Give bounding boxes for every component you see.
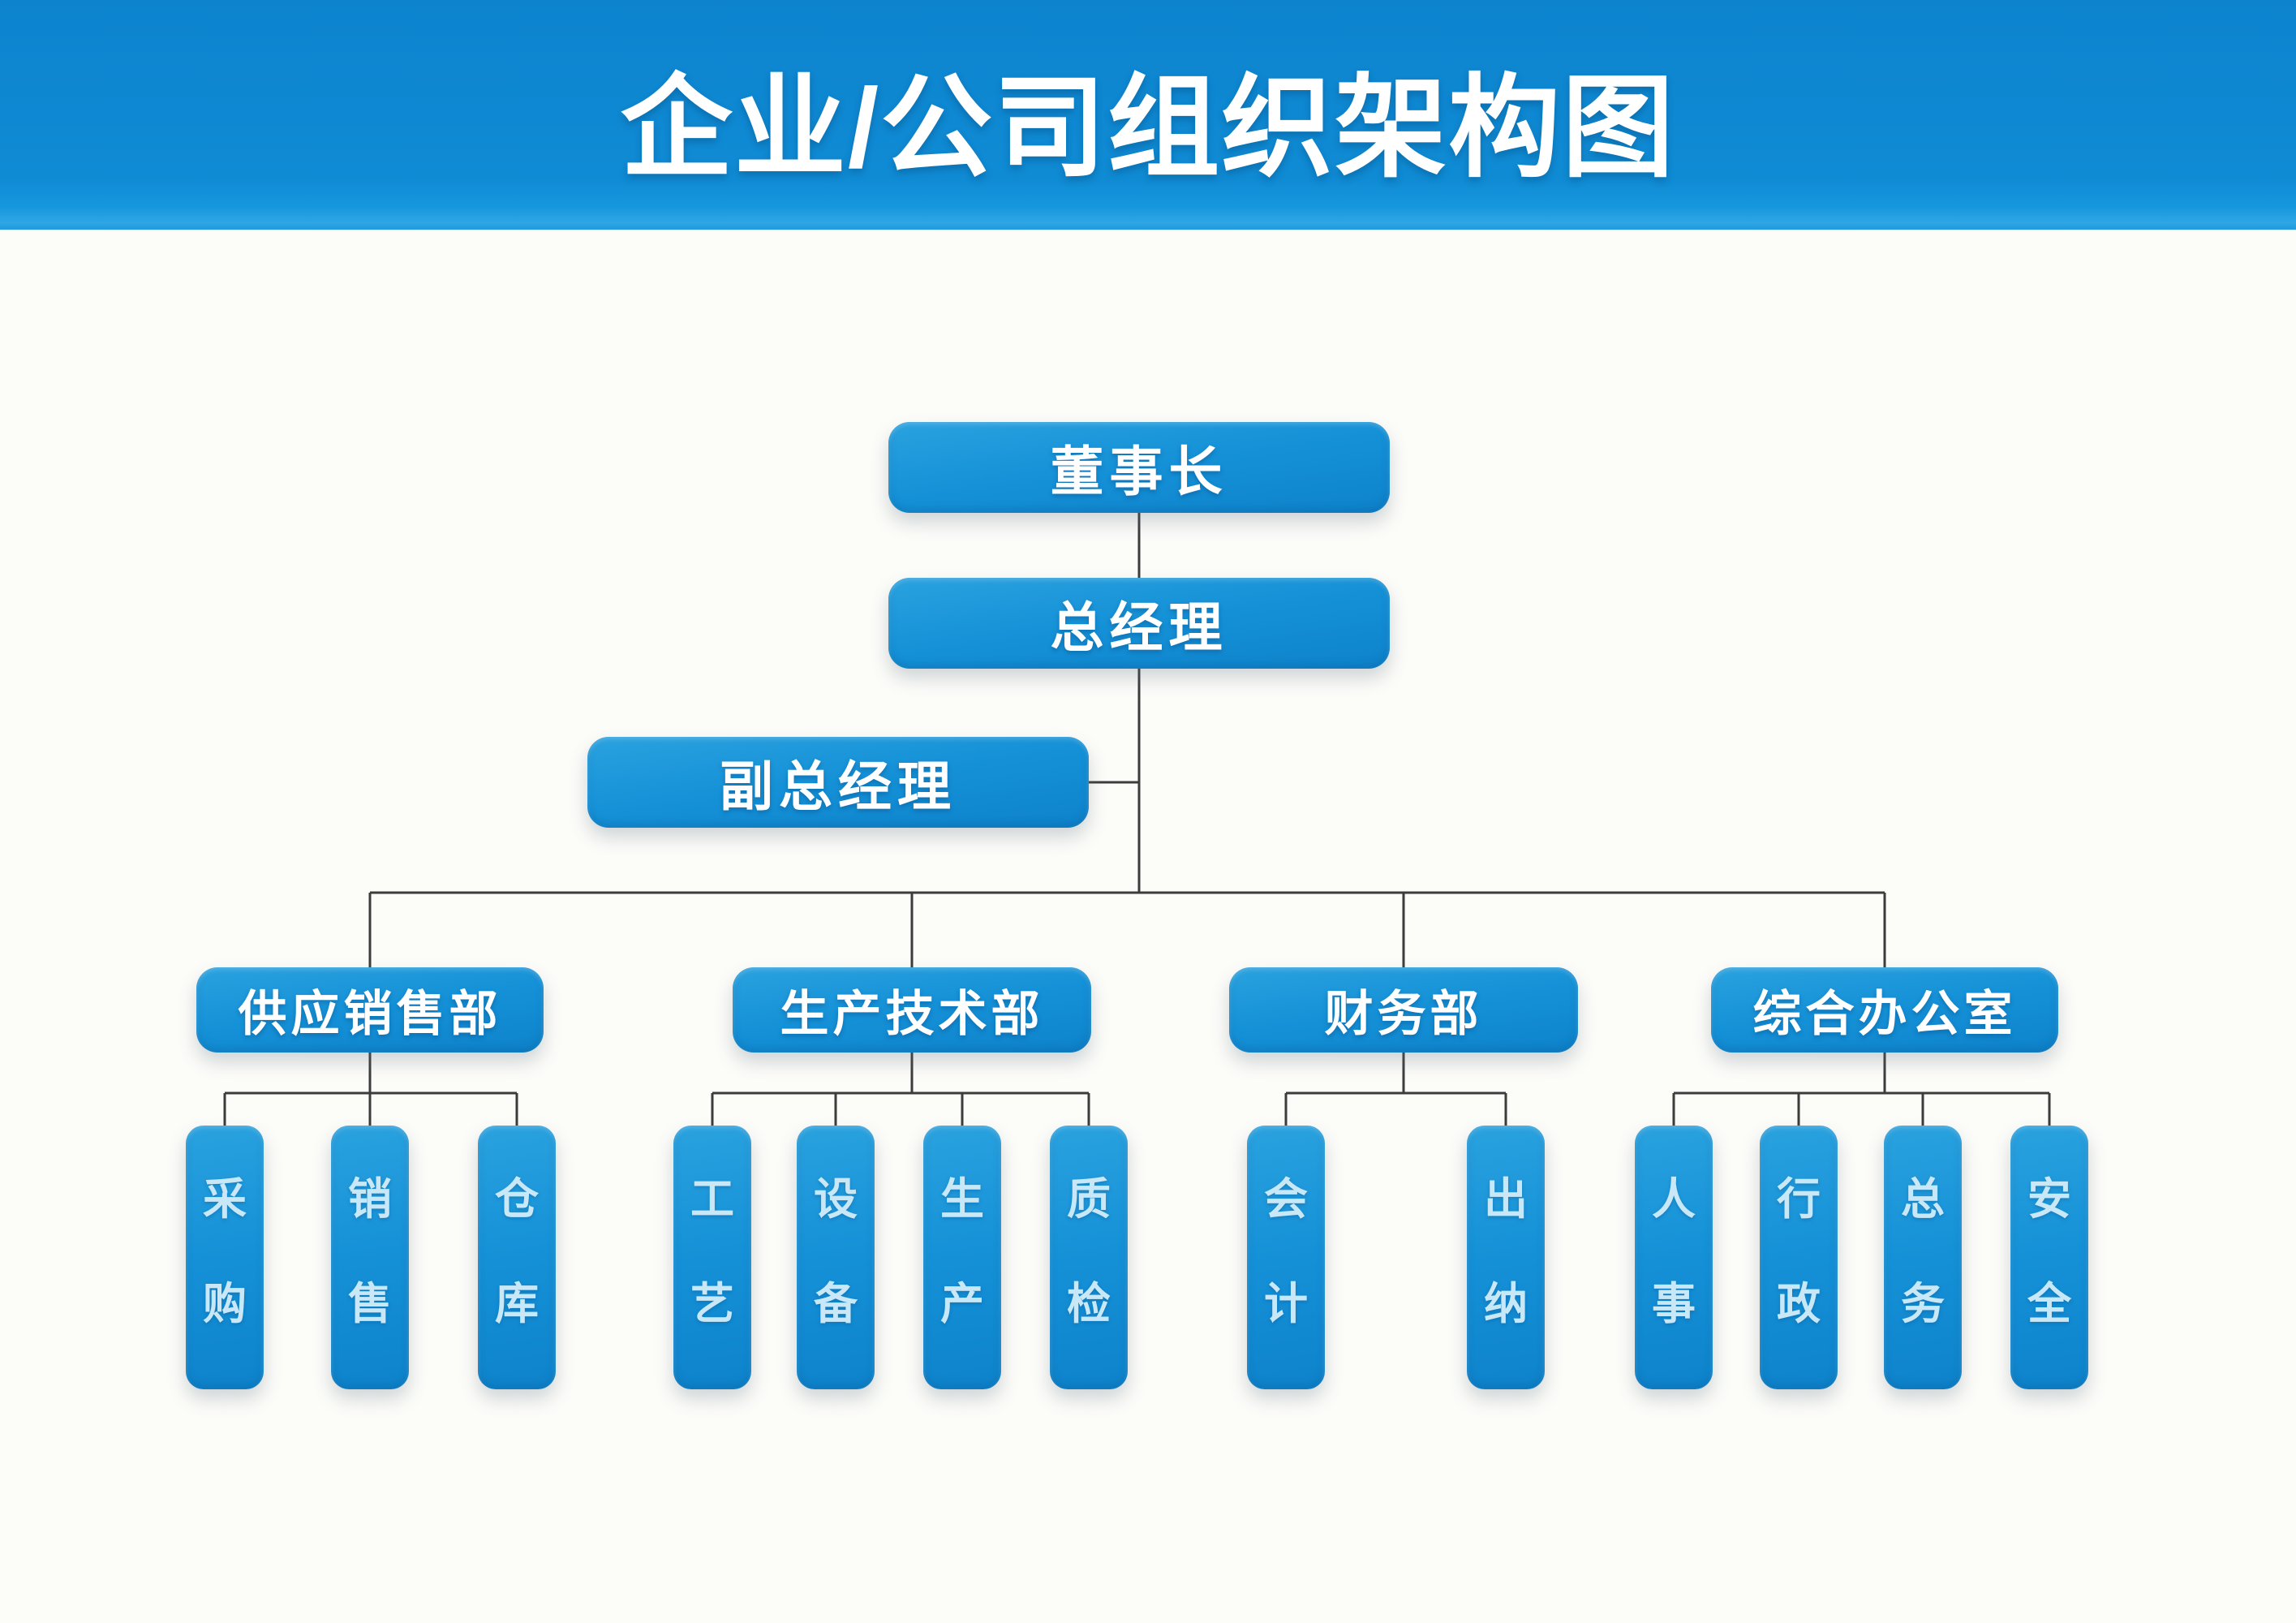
department-drop-lines (368, 893, 1886, 967)
safety-char-1: 安 (2027, 1175, 2071, 1224)
node-chairman: 董事长 (888, 422, 1390, 513)
node-sub-equipment: 设 备 (797, 1126, 875, 1389)
administration-char-2: 政 (1777, 1280, 1821, 1328)
administration-char-1: 行 (1777, 1175, 1821, 1224)
production-char-2: 产 (940, 1280, 984, 1328)
general-affairs-char-2: 务 (1901, 1280, 1945, 1328)
general-affairs-char-1: 总 (1901, 1175, 1945, 1224)
dept-supply-sales-label: 供应销售部 (238, 987, 502, 1041)
cashier-char-2: 纳 (1484, 1280, 1528, 1328)
title-banner: 企业/公司组织架构图 (0, 0, 2296, 230)
accounting-char-2: 计 (1264, 1280, 1308, 1328)
procurement-char-1: 采 (203, 1175, 247, 1224)
procurement-char-2: 购 (203, 1280, 247, 1328)
warehouse-char-2: 库 (495, 1280, 539, 1328)
dept-finance-label: 财务部 (1324, 987, 1483, 1041)
node-sub-warehouse: 仓 库 (478, 1126, 556, 1389)
quality-inspection-char-1: 质 (1067, 1175, 1111, 1224)
dept-general-office-label: 综合办公室 (1752, 987, 2017, 1041)
node-sub-production: 生 产 (923, 1126, 1001, 1389)
page-title: 企业/公司组织架构图 (620, 65, 1676, 191)
chairman-label: 董事长 (1050, 441, 1228, 502)
node-sub-safety: 安 全 (2010, 1126, 2088, 1389)
hr-char-2: 事 (1652, 1280, 1696, 1328)
node-sub-general-affairs: 总 务 (1884, 1126, 1962, 1389)
production-char-1: 生 (940, 1175, 984, 1224)
node-sub-procurement: 采 购 (186, 1126, 264, 1389)
hr-char-1: 人 (1652, 1175, 1696, 1224)
node-sub-process: 工 艺 (673, 1126, 751, 1389)
node-sub-sales: 销 售 (331, 1126, 409, 1389)
warehouse-char-1: 仓 (495, 1175, 539, 1224)
sales-char-2: 售 (348, 1280, 392, 1328)
node-dept-supply-sales: 供应销售部 (196, 967, 544, 1053)
node-sub-cashier: 出 纳 (1467, 1126, 1545, 1389)
equipment-char-1: 设 (814, 1175, 858, 1224)
equipment-char-2: 备 (814, 1280, 858, 1328)
node-dept-finance: 财务部 (1229, 967, 1578, 1053)
cashier-char-1: 出 (1484, 1175, 1528, 1224)
safety-char-2: 全 (2027, 1280, 2071, 1328)
node-sub-accounting: 会 计 (1247, 1126, 1325, 1389)
accounting-char-1: 会 (1264, 1175, 1308, 1224)
dept-production-tech-label: 生产技术部 (780, 987, 1044, 1041)
sales-char-1: 销 (348, 1175, 392, 1224)
node-dept-general-office: 综合办公室 (1711, 967, 2058, 1053)
node-sub-hr: 人 事 (1635, 1126, 1713, 1389)
deputy-general-manager-label: 副总经理 (720, 756, 957, 816)
trunk-line (1089, 513, 1141, 893)
node-sub-administration: 行 政 (1760, 1126, 1838, 1389)
node-deputy-general-manager: 副总经理 (587, 737, 1089, 828)
node-sub-quality-inspection: 质 检 (1050, 1126, 1128, 1389)
node-general-manager: 总经理 (888, 578, 1390, 669)
process-char-2: 艺 (690, 1280, 734, 1328)
sub-distribution-lines (225, 1053, 2049, 1095)
sub-drop-lines (223, 1093, 2051, 1126)
quality-inspection-char-2: 检 (1067, 1280, 1111, 1328)
node-dept-production-tech: 生产技术部 (733, 967, 1091, 1053)
general-manager-label: 总经理 (1050, 597, 1228, 657)
process-char-1: 工 (690, 1175, 734, 1224)
